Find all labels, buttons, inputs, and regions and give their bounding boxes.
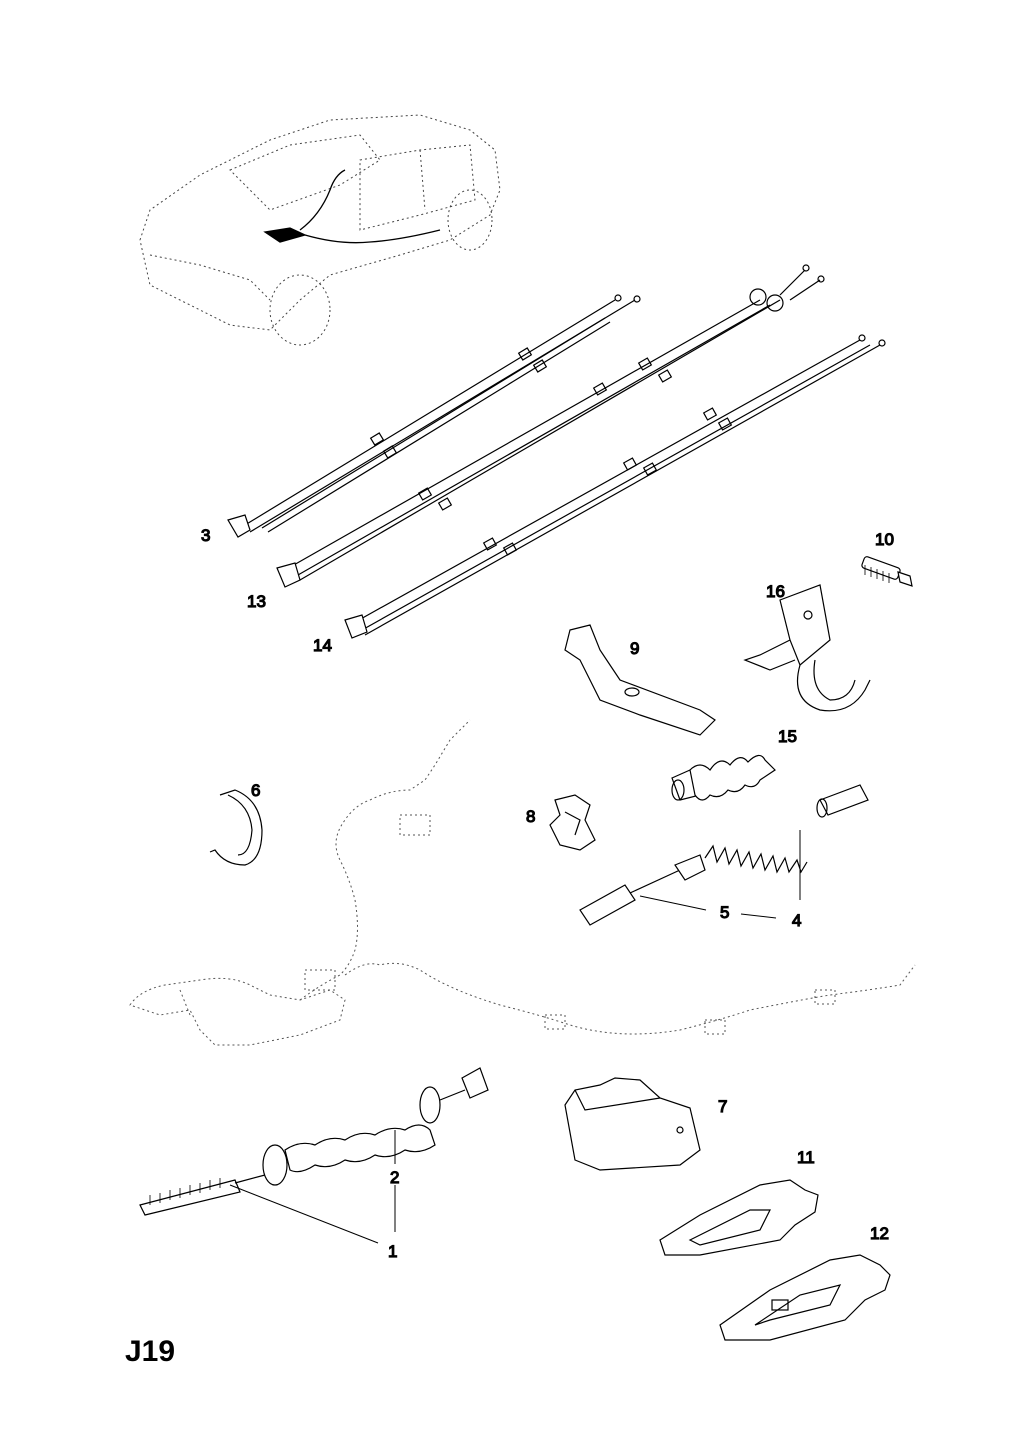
callout-5: 5 [720,903,729,922]
bolt-icon [861,556,913,587]
clip-9-icon [564,624,716,736]
callout-15: 15 [778,727,797,746]
callout-16: 16 [766,582,785,601]
callout-8: 8 [526,807,535,826]
circlip-icon [209,789,263,866]
callout-10: 10 [875,530,894,549]
handbrake-lever-icon [129,719,916,1046]
page-code: J19 [125,1335,176,1368]
bracket-icon [743,584,871,712]
callout-13: 13 [247,592,266,611]
callout-12: 12 [870,1224,889,1243]
callout-1: 1 [388,1242,397,1261]
callouts: 1 2 3 4 5 6 7 8 9 10 11 12 13 14 15 16 [200,525,894,1261]
handbrake-route-on-car [263,169,441,244]
leader-lines [229,830,801,1244]
cable-13 [276,264,825,588]
adjuster-cable-icon [139,1067,489,1216]
callout-9: 9 [630,639,639,658]
cable-3 [227,294,641,538]
cable-14 [344,334,886,639]
spring-cable-icon [579,784,869,926]
callout-4: 4 [792,911,801,930]
boot-icon [671,754,776,801]
callout-11: 11 [797,1148,815,1167]
callout-6: 6 [251,781,260,800]
guide-block-icon [564,1077,701,1171]
callout-3: 3 [201,526,210,545]
callout-2: 2 [390,1168,399,1187]
plate-11-icon [659,1179,819,1256]
car-outline-icon [139,114,501,346]
callout-14: 14 [313,636,332,655]
callout-7: 7 [718,1097,727,1116]
plate-12-icon [719,1254,891,1341]
clip-8-icon [549,794,596,851]
